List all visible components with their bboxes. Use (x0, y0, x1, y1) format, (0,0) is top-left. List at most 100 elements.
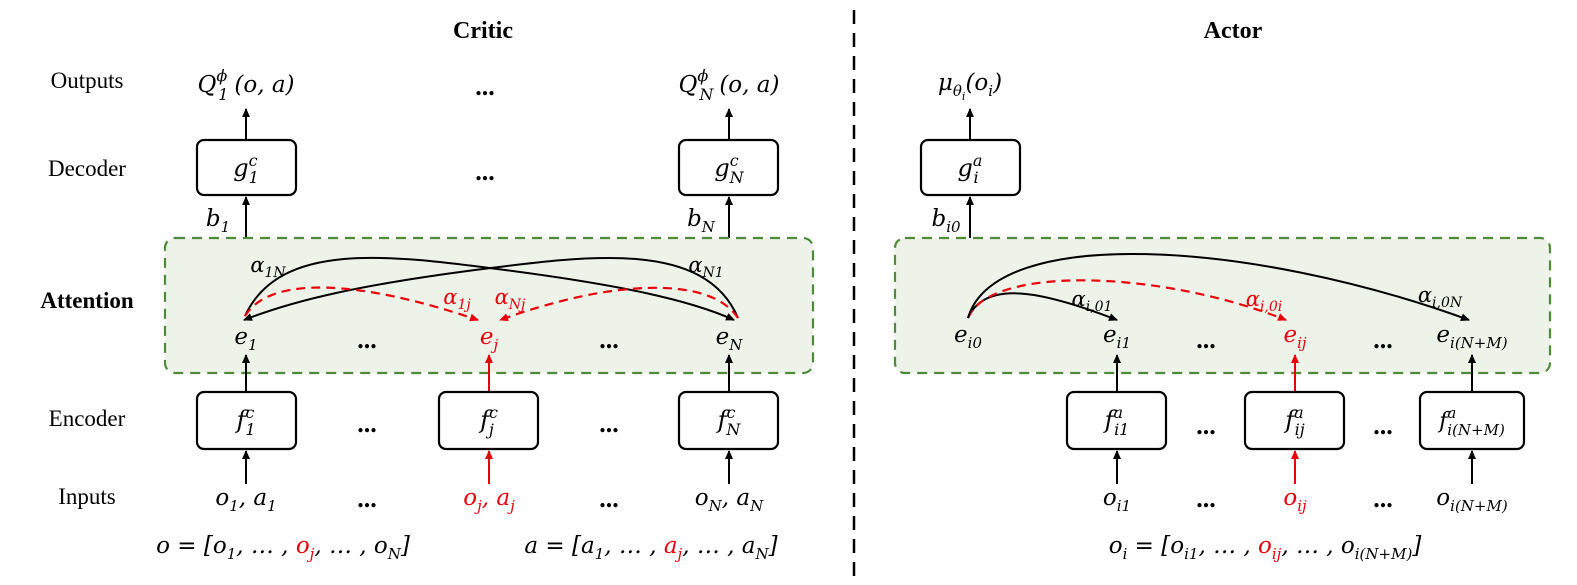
gi-sub: i (973, 168, 978, 187)
formula-o-vj: o (296, 533, 310, 559)
actor-alpha-0i: αi,0i (1246, 287, 1283, 315)
b1-base: b (206, 206, 221, 232)
inn-a: a (736, 485, 750, 511)
f1-sup: c (245, 403, 254, 422)
inn-o: o (695, 485, 709, 511)
alpha-1N: α1N (250, 253, 286, 281)
alpha-1j-base: α (443, 285, 457, 309)
formula-o-lhs: o = [ (156, 533, 214, 559)
alpha-N1-sub: N1 (702, 265, 724, 281)
inn-a-sub: N (749, 497, 764, 515)
q1-sub: 1 (218, 85, 228, 104)
formula-a-vj: a (664, 533, 678, 559)
attention-curve-Nj (499, 286, 739, 322)
formula-a-rhs: ] (768, 533, 778, 559)
formula-o-rhs: ] (400, 533, 410, 559)
formula-o-vn: o (374, 533, 388, 559)
actor-formula: oi = [oi1, … , oij, … , oi(N+M)] (1109, 533, 1422, 563)
bi0-sub: i0 (946, 218, 961, 236)
bn-sub: N (701, 218, 716, 236)
g1-sup: c (249, 151, 258, 170)
node-ej: ej (480, 324, 499, 354)
mu-args-close: ) (992, 70, 1002, 96)
in1-sep: , (239, 485, 254, 511)
actor-alpha-01-sub: i,01 (1086, 299, 1113, 315)
input-dots-right: ... (599, 484, 619, 513)
row-label-decoder: Decoder (48, 156, 126, 181)
actor-title: Actor (1204, 18, 1263, 44)
actor-node-einm: ei(N+M) (1436, 322, 1507, 352)
row-label-attention: Attention (40, 288, 133, 313)
inj-sep: , (482, 485, 497, 511)
einm-base: e (1436, 322, 1450, 348)
alpha-Nj-base: α (495, 285, 509, 309)
einm-sub: i(N+M) (1450, 334, 1508, 352)
oinm-base: o (1436, 485, 1450, 511)
b1-sub: 1 (221, 218, 231, 236)
gn-base: g (714, 154, 729, 182)
actor-input-dots-right: ... (1373, 484, 1393, 513)
bias-b1: b1 (206, 206, 230, 236)
oij-base: o (1283, 485, 1297, 511)
gn-sup: c (730, 151, 739, 170)
row-label-outputs: Outputs (51, 68, 124, 93)
q1-base: Q (197, 72, 216, 98)
actor-output-mu: μθi(oi) (938, 70, 1002, 103)
actor-alpha-0i-sub: i,0i (1260, 299, 1282, 315)
formula-a-vj-sub: j (675, 545, 683, 563)
mu-args-open: (o (965, 70, 988, 96)
input-j: oj, aj (463, 485, 515, 515)
ej-base: e (480, 324, 494, 350)
gn-sub: N (729, 168, 745, 187)
qn-sup: ϕ (697, 66, 708, 85)
actor-bias: bi0 (931, 206, 961, 236)
oi1-base: o (1103, 485, 1117, 511)
mu-sub: θ (953, 82, 962, 100)
actor-encoder-box-j (1243, 390, 1346, 451)
actor-curve-0N (967, 252, 1470, 322)
inj-o-sub: j (474, 497, 482, 515)
q1-sup: ϕ (216, 66, 227, 85)
inn-o-sub: N (708, 497, 723, 515)
attention-dots-left: ... (357, 325, 377, 354)
actor-input-dots-left: ... (1196, 484, 1216, 513)
encoder-box-n (677, 390, 780, 451)
decoder-dots: ... (475, 157, 495, 186)
af-eq: = [ (1127, 533, 1171, 559)
formula-a-mid2: , … , (682, 533, 742, 559)
actor-alpha-0N-sub: i,0N (1432, 295, 1463, 311)
inn-sep: , (722, 485, 737, 511)
formula-o-mid1: , … , (236, 533, 296, 559)
actor-input-n: oi(N+M) (1436, 485, 1508, 515)
fn-sup: c (726, 403, 735, 422)
input-1: o1, a1 (215, 485, 276, 515)
actor-encoder-dots-left: ... (1196, 411, 1216, 440)
finm-sup: a (1447, 404, 1456, 422)
in1-a: a (253, 485, 267, 511)
oi1-sub: i1 (1117, 497, 1131, 515)
mu-args-sub: i (988, 82, 993, 100)
actor-encoder-box-n (1418, 390, 1526, 451)
actor-input-1: oi1 (1103, 485, 1131, 515)
formula-o-vn-sub: N (387, 545, 402, 563)
fi1-sub: i1 (1114, 420, 1129, 439)
actor-encoder-dots-right: ... (1373, 411, 1393, 440)
af-v1: o (1170, 533, 1184, 559)
formula-o-v1: o (213, 533, 227, 559)
fj-sub: j (486, 420, 494, 439)
alpha-Nj-sub: Nj (508, 297, 526, 313)
actor-attention-region (893, 236, 1552, 375)
formula-a-v1: a (581, 533, 595, 559)
mu-base: μ (938, 70, 953, 96)
g1-sub: 1 (249, 168, 259, 187)
actor-attention-dots-left: ... (1196, 325, 1216, 354)
